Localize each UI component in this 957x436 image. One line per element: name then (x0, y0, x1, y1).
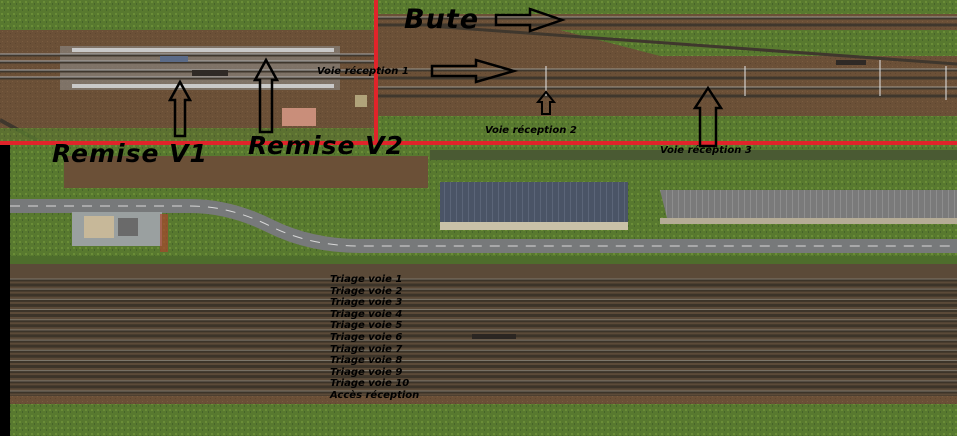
triage-track-list: Triage voie 1 Triage voie 2 Triage voie … (330, 274, 419, 402)
arrow-up-icon (535, 90, 557, 115)
triage-item: Triage voie 8 (330, 355, 403, 367)
label-bute: Bute (404, 4, 480, 35)
triage-item: Triage voie 4 (330, 308, 403, 320)
label-voie-reception-2: Voie réception 2 (485, 125, 577, 136)
label-voie-reception-1: Voie réception 1 (317, 66, 409, 77)
frame-lines (0, 0, 957, 146)
triage-item: Triage voie 5 (330, 320, 403, 332)
arrow-right-icon (430, 58, 519, 84)
arrow-up-icon (167, 79, 193, 138)
arrow-up-icon (252, 57, 280, 134)
triage-item: Triage voie 7 (330, 343, 403, 355)
triage-item: Triage voie 3 (330, 297, 403, 309)
triage-yard (10, 264, 957, 436)
label-voie-reception-3: Voie réception 3 (660, 145, 752, 156)
arrow-right-icon (494, 7, 566, 33)
triage-item: Triage voie 6 (330, 331, 403, 343)
triage-item: Triage voie 10 (330, 378, 410, 390)
triage-item: Triage voie 2 (330, 285, 403, 297)
label-remise-v1: Remise V1 (52, 139, 208, 168)
triage-item: Triage voie 9 (330, 366, 403, 378)
label-remise-v2: Remise V2 (248, 131, 404, 160)
middle-zone (0, 145, 957, 266)
arrow-up-icon (692, 85, 724, 148)
triage-item: Accès réception (330, 389, 420, 401)
triage-item: Triage voie 1 (330, 274, 403, 285)
remise-panel (0, 0, 375, 144)
reception-panel (377, 0, 957, 142)
